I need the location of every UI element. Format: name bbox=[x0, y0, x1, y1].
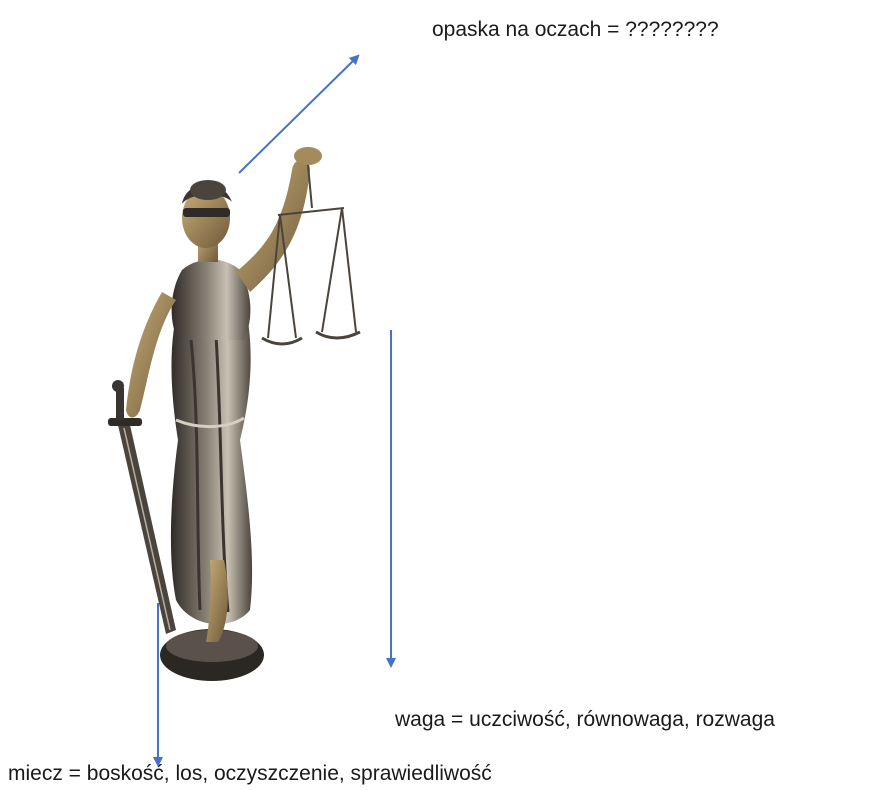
statue-scales bbox=[261, 164, 361, 346]
statue-left-arm bbox=[126, 292, 176, 418]
blindfold-arrow bbox=[238, 54, 360, 174]
statue-blindfold bbox=[183, 208, 230, 217]
sword-label: miecz = boskość, los, oczyszczenie, spra… bbox=[8, 762, 492, 785]
justice-statue-illustration bbox=[108, 147, 361, 681]
statue-dress bbox=[170, 276, 253, 625]
statue-sword bbox=[108, 380, 176, 634]
statue-raised-arm bbox=[236, 159, 310, 292]
scales-label: waga = uczciwość, równowaga, rozwaga bbox=[395, 708, 775, 731]
blindfold-label: opaska na oczach = ???????? bbox=[432, 18, 719, 41]
statue-head bbox=[182, 188, 230, 248]
